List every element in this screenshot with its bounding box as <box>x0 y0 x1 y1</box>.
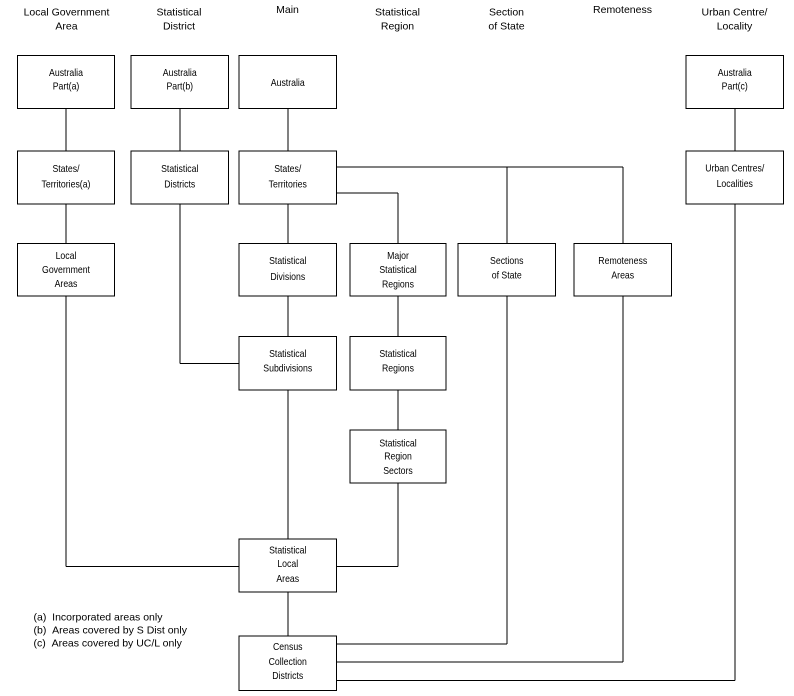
svg-text:Local: Local <box>56 251 77 262</box>
svg-text:Part(b): Part(b) <box>166 81 193 92</box>
svg-text:Statistical: Statistical <box>161 164 198 175</box>
svg-text:Statistical: Statistical <box>379 265 416 276</box>
svg-text:Australia: Australia <box>163 68 198 79</box>
svg-text:Statistical: Statistical <box>379 438 416 449</box>
svg-text:Region: Region <box>384 451 412 462</box>
svg-text:Territories(a): Territories(a) <box>42 179 91 190</box>
svg-text:Districts: Districts <box>272 671 303 682</box>
svg-text:Statistical: Statistical <box>269 545 306 556</box>
svg-text:Census: Census <box>273 642 303 653</box>
svg-text:Section: Section <box>489 7 524 19</box>
svg-text:States/: States/ <box>52 164 80 175</box>
svg-text:Regions: Regions <box>382 279 414 290</box>
svg-text:Local Government: Local Government <box>24 7 110 19</box>
svg-text:Urban Centre/: Urban Centre/ <box>702 7 768 19</box>
svg-text:Major: Major <box>387 251 409 262</box>
svg-text:Areas: Areas <box>276 574 299 585</box>
svg-text:Australia: Australia <box>49 68 84 79</box>
svg-text:Districts: Districts <box>164 179 195 190</box>
svg-text:(a) Incorporated areas only: (a) Incorporated areas only <box>34 612 164 624</box>
svg-text:Statistical: Statistical <box>375 7 420 19</box>
svg-text:Areas: Areas <box>611 270 634 281</box>
svg-text:Sectors: Sectors <box>383 466 413 477</box>
svg-text:Remoteness: Remoteness <box>593 4 652 16</box>
svg-text:Areas: Areas <box>55 279 78 290</box>
svg-text:Statistical: Statistical <box>157 7 202 19</box>
svg-text:Statistical: Statistical <box>269 349 306 360</box>
svg-text:Localities: Localities <box>717 179 754 190</box>
svg-text:Statistical: Statistical <box>379 349 416 360</box>
svg-text:States/: States/ <box>274 164 302 175</box>
svg-text:Government: Government <box>42 265 90 276</box>
svg-text:of State: of State <box>488 21 524 33</box>
svg-text:(b) Areas covered by S Dist o: (b) Areas covered by S Dist only <box>34 625 188 637</box>
svg-text:Region: Region <box>381 21 414 33</box>
svg-text:Australia: Australia <box>271 78 306 89</box>
svg-text:Urban Centres/: Urban Centres/ <box>705 163 764 174</box>
svg-text:Main: Main <box>276 4 299 16</box>
svg-text:of State: of State <box>492 270 522 281</box>
svg-text:Part(a): Part(a) <box>53 81 80 92</box>
svg-text:Remoteness: Remoteness <box>598 256 647 267</box>
svg-text:Locality: Locality <box>717 21 753 33</box>
svg-text:Sections: Sections <box>490 256 524 267</box>
svg-text:Regions: Regions <box>382 363 414 374</box>
svg-text:Collection: Collection <box>269 657 307 668</box>
svg-text:Territories: Territories <box>269 179 308 190</box>
svg-text:Area: Area <box>55 21 77 33</box>
svg-text:Divisions: Divisions <box>270 272 305 283</box>
svg-text:Part(c): Part(c) <box>722 81 748 92</box>
svg-text:Subdivisions: Subdivisions <box>263 363 312 374</box>
svg-text:Local: Local <box>277 559 298 570</box>
svg-text:District: District <box>163 21 195 33</box>
svg-text:Statistical: Statistical <box>269 256 306 267</box>
svg-text:(c) Areas covered by UC/L onl: (c) Areas covered by UC/L only <box>34 638 183 650</box>
svg-text:Australia: Australia <box>718 68 753 79</box>
